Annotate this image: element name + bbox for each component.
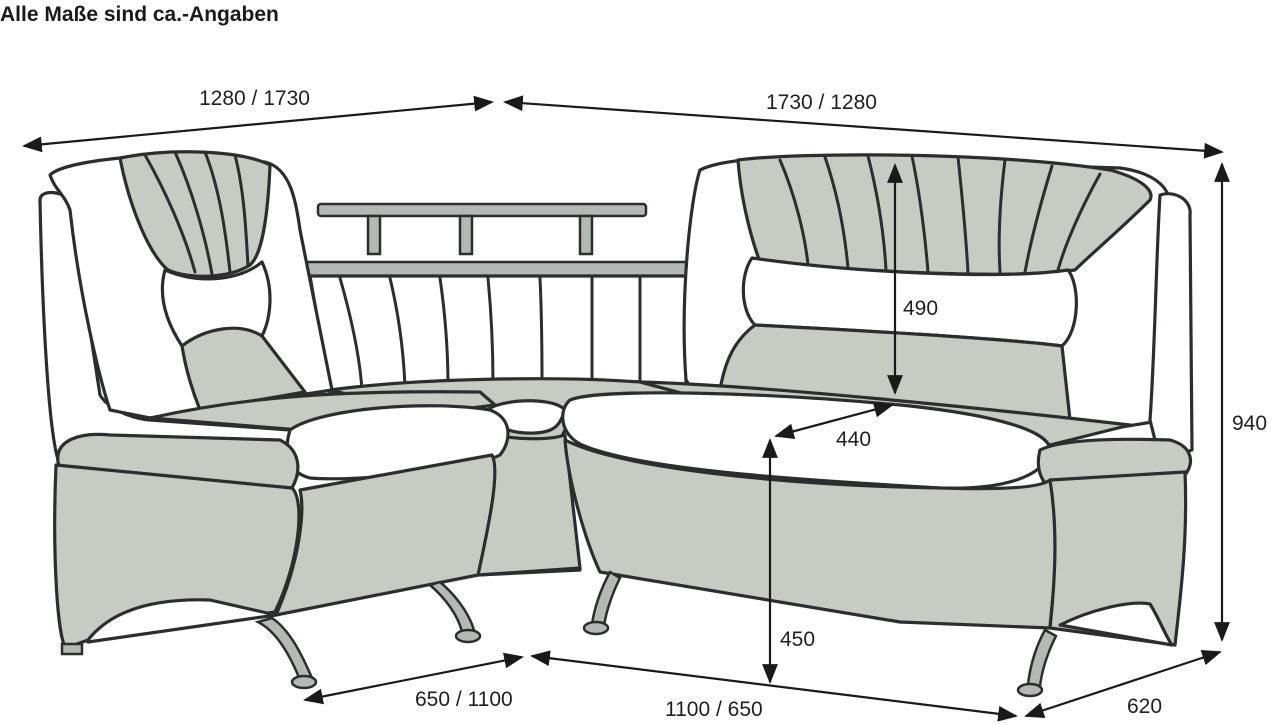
right-depth-arrow bbox=[1024, 650, 1222, 718]
left-length-arrow bbox=[22, 95, 494, 153]
dimension-labels: 1280 / 1730 1730 / 1280 490 440 940 450 … bbox=[199, 87, 1267, 721]
corner-seat bbox=[328, 377, 702, 577]
seat-depth-arrow bbox=[774, 401, 894, 440]
left-depth-arrow bbox=[303, 652, 524, 705]
total-height-label: 940 bbox=[1232, 412, 1267, 435]
seat-height-label: 450 bbox=[780, 628, 815, 651]
right-depth-label: 620 bbox=[1127, 695, 1162, 718]
backrest-height-label: 490 bbox=[903, 297, 938, 320]
dimension-lines bbox=[22, 95, 1230, 722]
left-bench bbox=[38, 150, 510, 690]
right-length-arrow bbox=[503, 95, 1224, 159]
corner-backrest bbox=[308, 274, 688, 394]
front-length-arrow bbox=[530, 650, 1018, 722]
right-length-label: 1730 / 1280 bbox=[766, 91, 877, 114]
seat-depth-label: 440 bbox=[836, 428, 871, 451]
left-length-label: 1280 / 1730 bbox=[199, 87, 310, 110]
front-length-label: 1100 / 650 bbox=[665, 698, 763, 721]
right-bench bbox=[561, 153, 1194, 698]
corner-shelf bbox=[303, 202, 688, 278]
left-depth-label: 650 / 1100 bbox=[415, 688, 513, 711]
approximate-dimensions-note: Alle Maße sind ca.-Angaben bbox=[0, 3, 279, 26]
